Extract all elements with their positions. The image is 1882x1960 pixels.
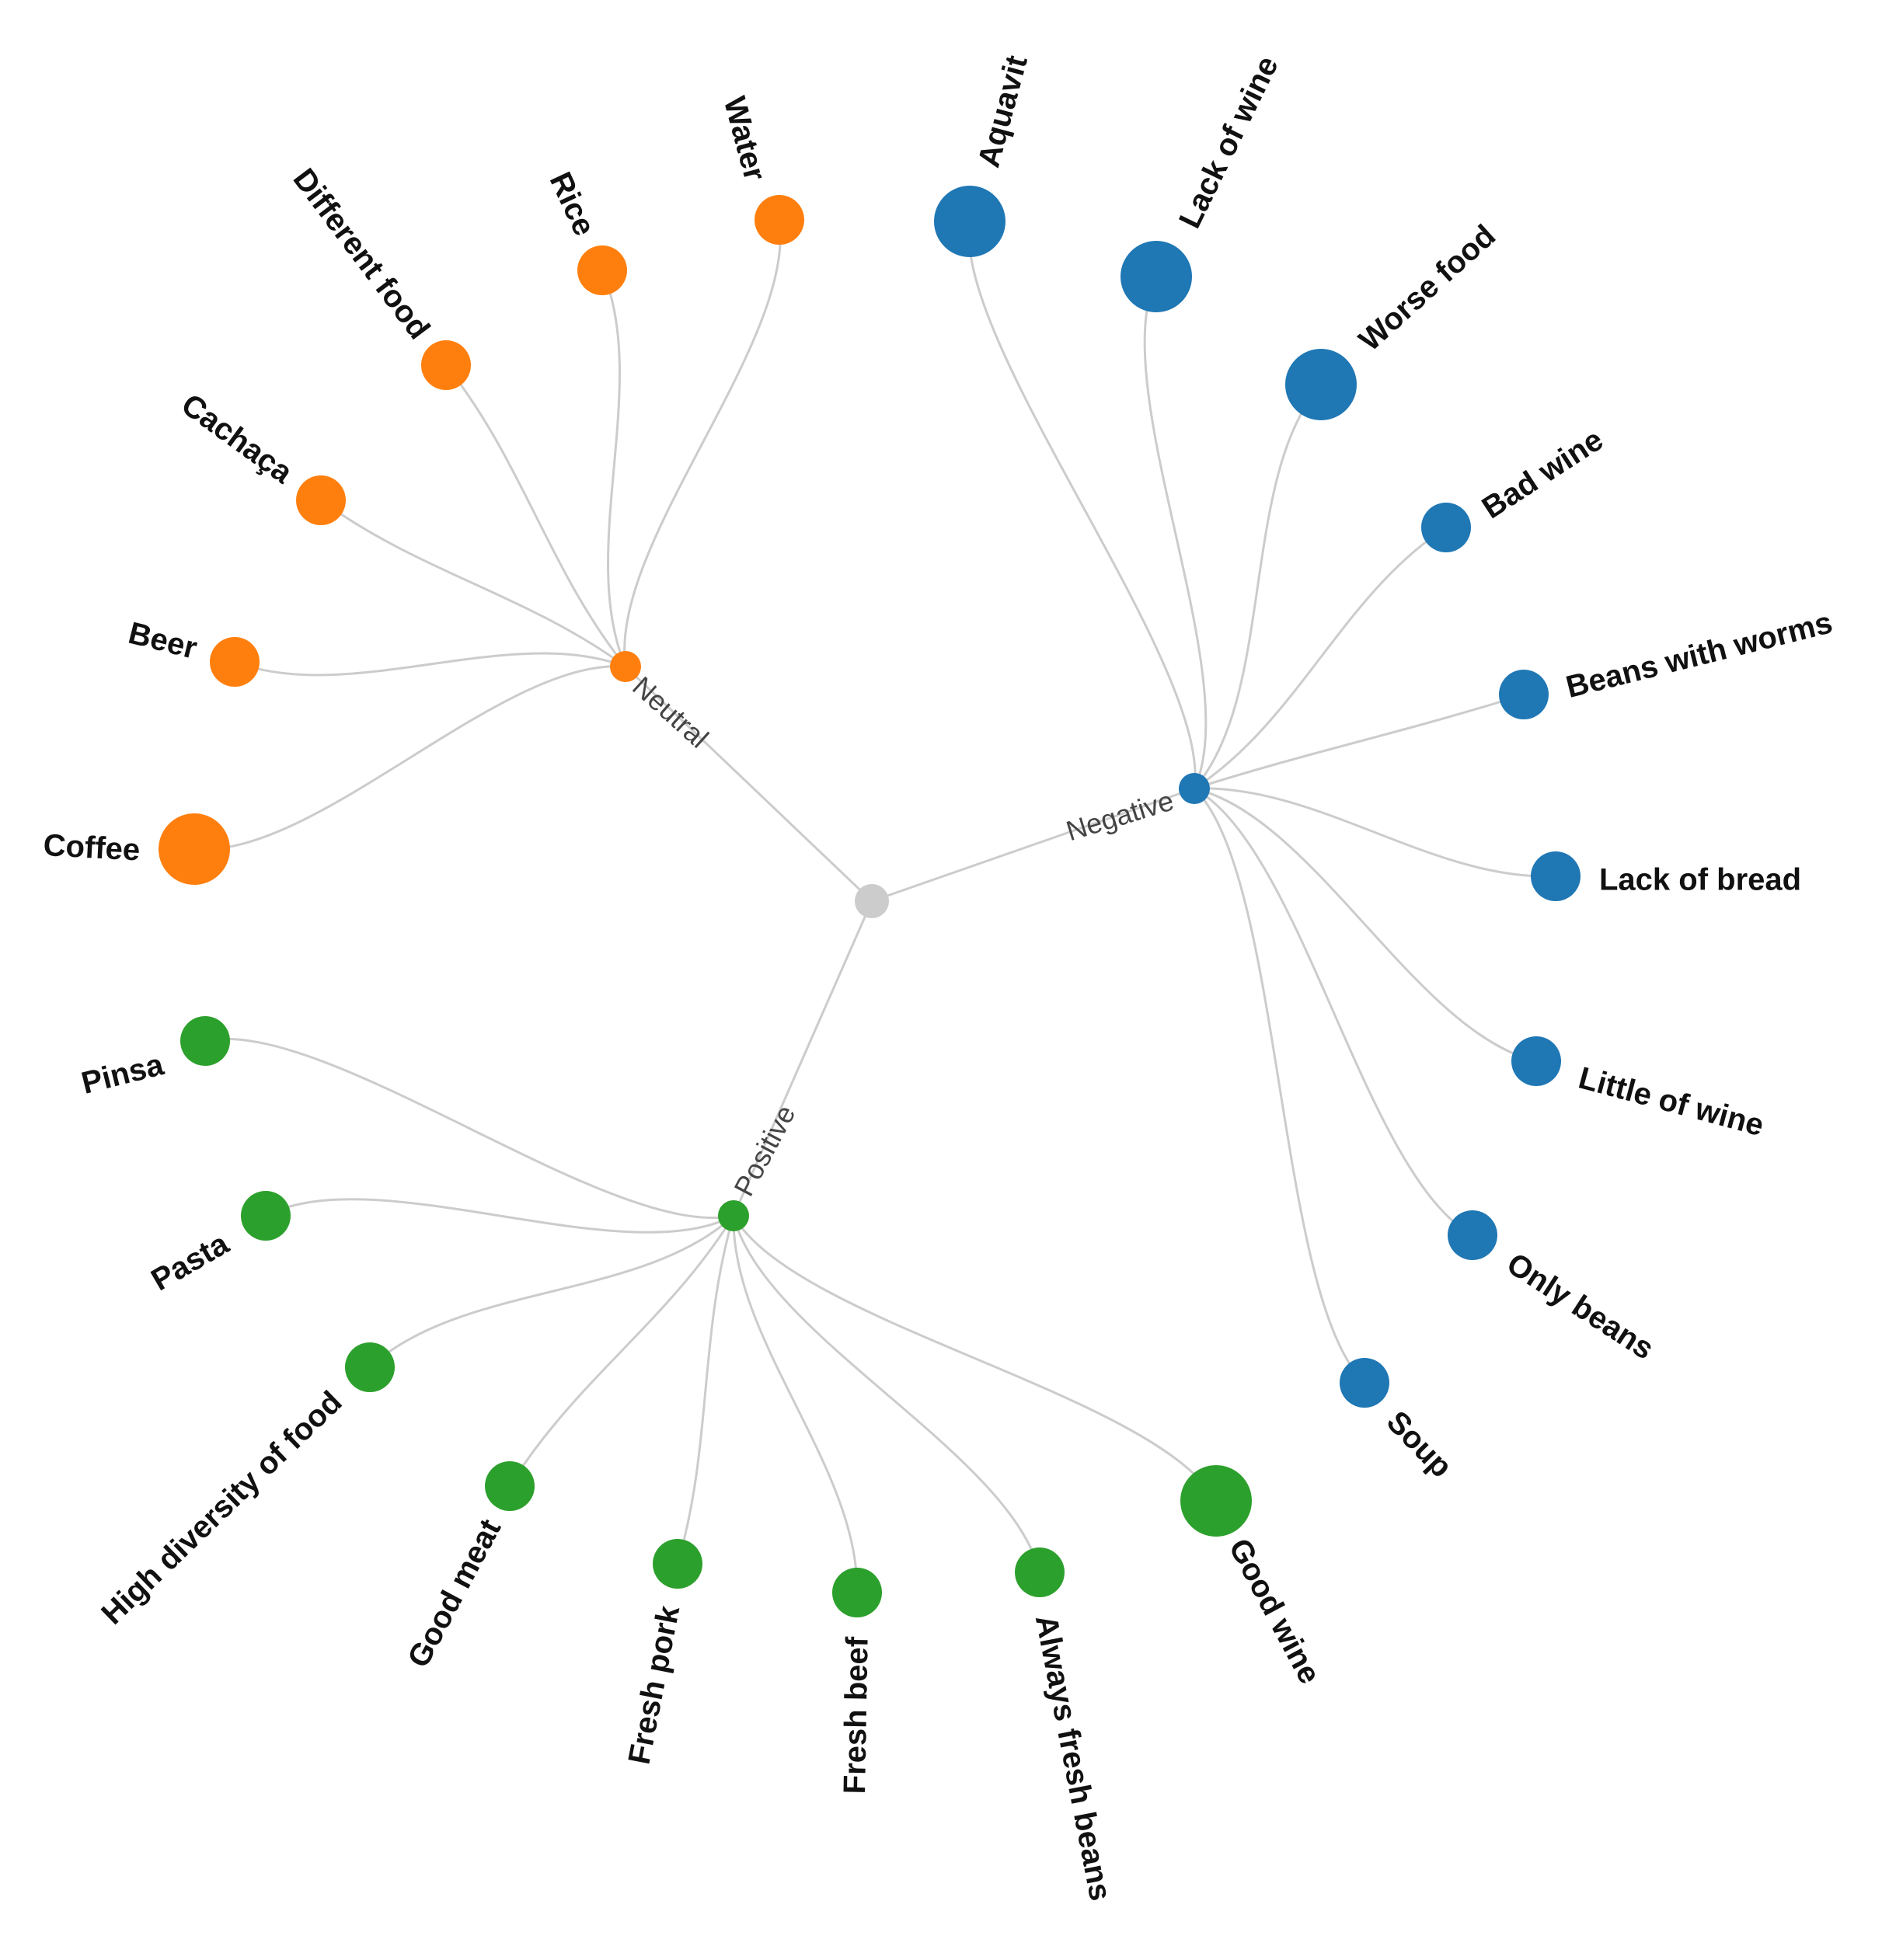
- little-of-wine-node: [1511, 1036, 1561, 1086]
- bad-wine-label: Bad wine: [1476, 423, 1609, 526]
- always-fresh-beans-label: Always fresh beans: [1029, 1612, 1117, 1903]
- link-neutral-beer: [234, 652, 626, 677]
- cachaca-label: Cachaça: [175, 388, 299, 491]
- link-positive-fresh-beef: [732, 1215, 859, 1593]
- link-negative-lack-of-wine: [1143, 276, 1208, 789]
- good-wine-node: [1180, 1465, 1252, 1537]
- worse-food-label: Worse food: [1353, 218, 1502, 357]
- different-food-node: [421, 340, 471, 390]
- link-root-positive: [732, 900, 873, 1217]
- bad-wine-node: [1421, 503, 1471, 552]
- link-negative-only-beans: [1194, 787, 1473, 1237]
- fresh-beef-label: Fresh beef: [838, 1636, 875, 1795]
- link-negative-bad-wine: [1194, 526, 1447, 790]
- positive-group-label: Positive: [727, 1100, 801, 1202]
- water-label: Water: [717, 93, 772, 184]
- beer-node: [210, 637, 260, 687]
- rice-label: Rice: [543, 167, 602, 241]
- link-positive-pasta: [265, 1198, 734, 1234]
- negative-group-label: Negative: [1062, 785, 1177, 848]
- lack-of-wine-label: Lack of wine: [1173, 51, 1285, 234]
- beer-label: Beer: [125, 616, 200, 666]
- fresh-pork-label: Fresh pork: [622, 1603, 687, 1767]
- beans-with-worms-node: [1499, 670, 1549, 719]
- little-of-wine-label: Little of wine: [1575, 1060, 1767, 1143]
- link-neutral-water: [623, 219, 782, 667]
- pinsa-node: [180, 1016, 230, 1066]
- link-positive-always-fresh-beans: [732, 1215, 1041, 1573]
- water-node: [755, 195, 804, 245]
- link-positive-good-wine: [732, 1215, 1218, 1502]
- high-diversity-of-food-label: High diversity of food: [95, 1384, 348, 1631]
- negative-group-node: [1179, 773, 1210, 804]
- link-neutral-cachaca: [320, 499, 626, 668]
- link-positive-fresh-pork: [676, 1215, 735, 1565]
- neutral-group-label: Neutral: [626, 670, 715, 754]
- soup-label: Soup: [1380, 1405, 1459, 1484]
- link-negative-soup: [1193, 787, 1366, 1384]
- lack-of-bread-node: [1531, 851, 1581, 901]
- cachaca-node: [296, 475, 346, 525]
- positive-group-node: [718, 1200, 749, 1231]
- neutral-group-node: [610, 651, 641, 682]
- link-positive-high-diversity-of-food: [368, 1214, 735, 1369]
- coffee-node: [159, 813, 230, 885]
- link-positive-pinsa: [204, 1038, 734, 1219]
- link-negative-little-of-wine: [1194, 787, 1537, 1063]
- root-node: [855, 884, 889, 918]
- link-neutral-different-food: [444, 364, 627, 667]
- links-layer: [193, 219, 1556, 1593]
- aquavit-node: [934, 186, 1005, 257]
- pinsa-label: Pinsa: [78, 1047, 168, 1101]
- different-food-label: Different food: [287, 162, 437, 346]
- always-fresh-beans-node: [1015, 1547, 1065, 1597]
- beans-with-worms-label: Beans with worms: [1563, 605, 1835, 705]
- pasta-node: [241, 1191, 291, 1241]
- link-neutral-coffee: [193, 665, 626, 851]
- link-positive-good-meat: [508, 1215, 735, 1487]
- good-meat-node: [485, 1461, 535, 1511]
- lack-of-wine-node: [1120, 241, 1192, 312]
- good-meat-label: Good meat: [401, 1514, 507, 1673]
- link-negative-beans-with-worms: [1194, 693, 1525, 790]
- only-beans-label: Only beans: [1500, 1247, 1660, 1366]
- link-root-negative: [871, 787, 1195, 903]
- fresh-beef-node: [832, 1568, 882, 1617]
- aquavit-label: Aquavit: [971, 52, 1033, 171]
- worse-food-node: [1285, 349, 1357, 420]
- high-diversity-of-food-node: [345, 1342, 395, 1392]
- coffee-label: Coffee: [43, 828, 141, 867]
- rice-node: [577, 245, 627, 295]
- only-beans-node: [1448, 1210, 1497, 1260]
- soup-node: [1340, 1358, 1389, 1408]
- fresh-pork-node: [653, 1539, 702, 1589]
- pasta-label: Pasta: [145, 1226, 235, 1297]
- good-wine-label: Good wine: [1222, 1534, 1327, 1690]
- link-neutral-rice: [601, 270, 627, 667]
- lack-of-bread-label: Lack of bread: [1599, 863, 1801, 897]
- link-negative-aquavit: [967, 221, 1197, 789]
- link-negative-lack-of-bread: [1194, 787, 1556, 878]
- link-negative-worse-food: [1193, 384, 1323, 789]
- link-root-neutral: [624, 665, 873, 903]
- nodes-layer: [159, 186, 1581, 1617]
